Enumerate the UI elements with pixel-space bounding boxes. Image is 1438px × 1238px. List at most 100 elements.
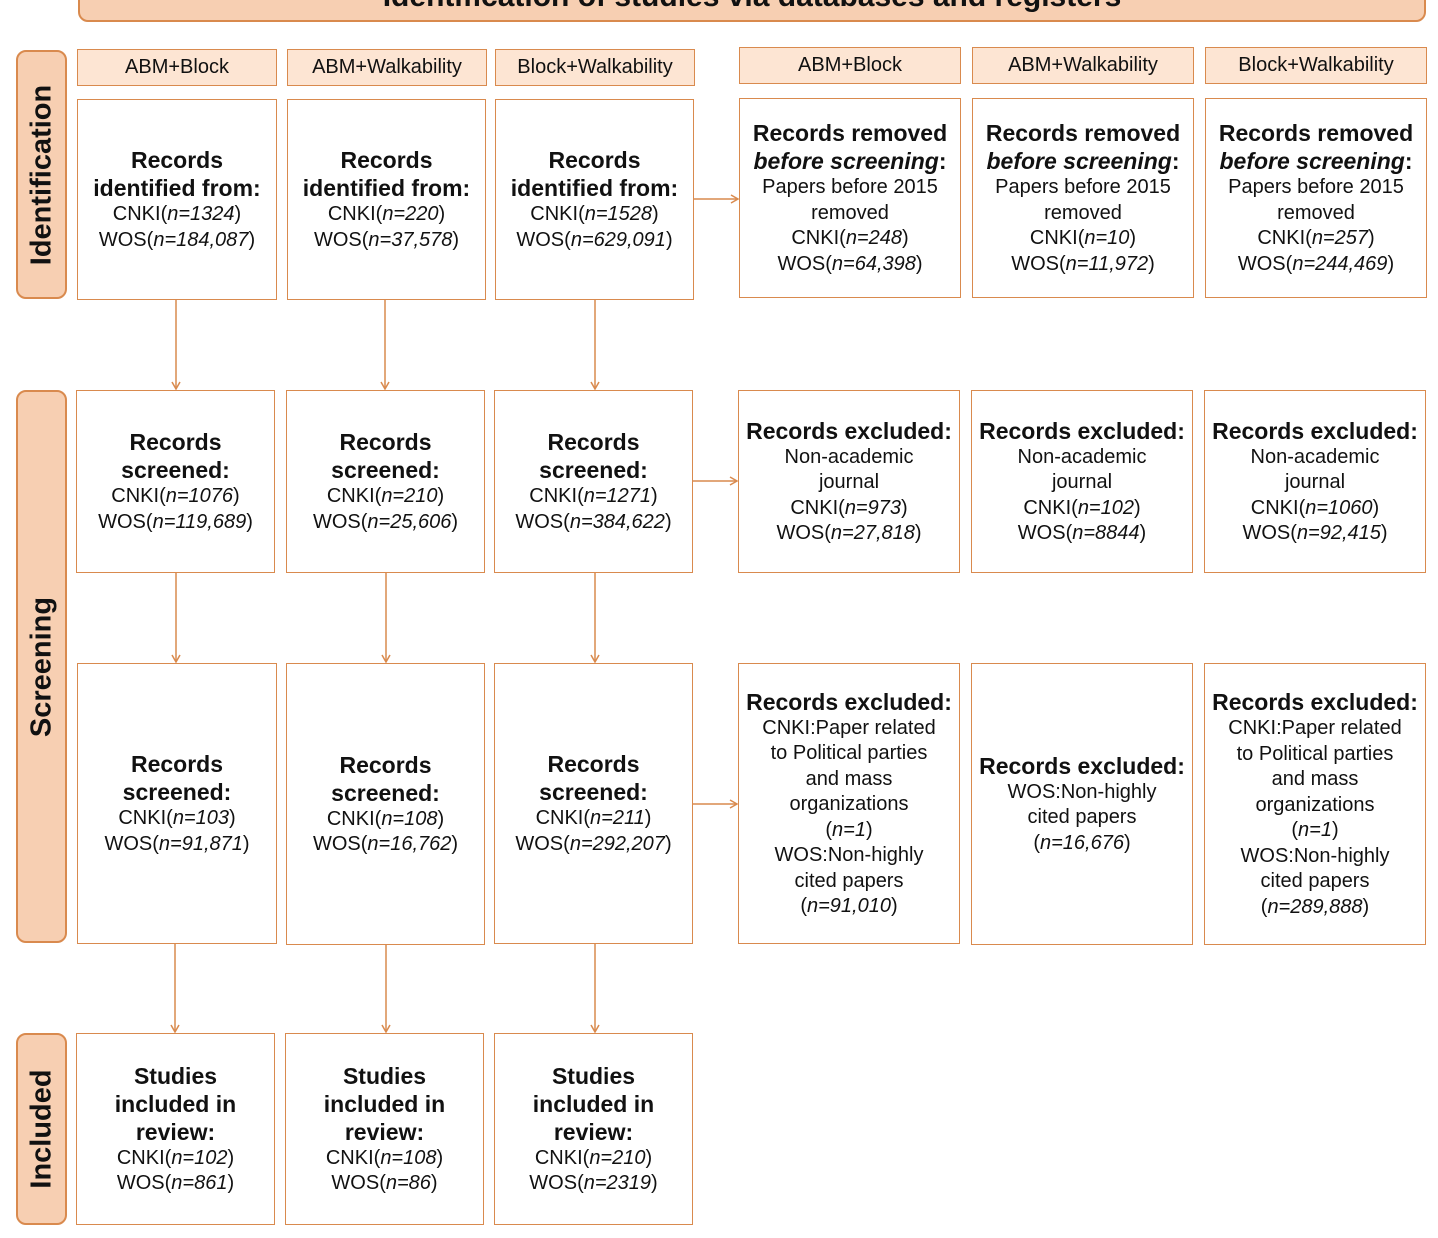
excluded1-heading: Records excluded: bbox=[746, 417, 952, 444]
diagram-title: Identification of studies via databases … bbox=[78, 0, 1426, 22]
excluded2-wos-count: (n=16,676) bbox=[1033, 831, 1131, 854]
included-heading-b: included in bbox=[532, 1090, 655, 1117]
excluded2-cnki-count: (n=1) bbox=[1291, 819, 1339, 841]
column-header-abm-block: ABM+Block bbox=[77, 49, 277, 86]
excluded2-box-abm-walkability: Records excluded: WOS:Non-highly cited p… bbox=[971, 663, 1193, 945]
excluded1-box-abm-block: Records excluded: Non-academic journal C… bbox=[738, 390, 960, 573]
excluded1-box-block-walkability: Records excluded: Non-academic journal C… bbox=[1204, 390, 1426, 573]
excluded1-line1: Non-academic bbox=[784, 445, 914, 468]
screened1-cnki-line: CNKI(n=1271) bbox=[529, 485, 658, 507]
removed-heading-a: Records removed bbox=[752, 120, 948, 146]
screened1-wos-line: WOS(n=384,622) bbox=[515, 510, 672, 533]
identified-cnki-line: CNKI(n=1528) bbox=[530, 203, 659, 225]
included-wos-line: WOS(n=2319) bbox=[529, 1172, 658, 1194]
included-cnki-line: CNKI(n=108) bbox=[325, 1146, 444, 1169]
phase-included: Included bbox=[16, 1033, 67, 1225]
removed-cnki-line: CNKI(n=10) bbox=[1029, 227, 1137, 249]
included-heading-c: review: bbox=[553, 1118, 634, 1145]
screened2-heading-a: Records bbox=[547, 751, 640, 777]
excluded2-cnki-text-3: and mass bbox=[1271, 768, 1359, 790]
excluded2-cnki-text-4: organizations bbox=[1255, 793, 1375, 816]
identified-heading-a: Records bbox=[548, 147, 641, 173]
excluded2-cnki-text-3: and mass bbox=[805, 767, 893, 790]
screened2-heading-b: screened: bbox=[122, 779, 232, 805]
screened1-heading-a: Records bbox=[547, 429, 640, 455]
removed-line2: removed bbox=[1277, 201, 1355, 224]
phase-identification: Identification bbox=[16, 50, 67, 299]
identified-box-block-walkability: Records identified from: CNKI(n=1528) WO… bbox=[495, 99, 694, 300]
identified-heading-b: identified from: bbox=[510, 175, 679, 201]
excluded1-box-abm-walkability: Records excluded: Non-academic journal C… bbox=[971, 390, 1193, 573]
removed-box-abm-walkability: Records removed before screening: Papers… bbox=[972, 98, 1194, 298]
screened1-box-abm-walkability: Records screened: CNKI(n=210) WOS(n=25,6… bbox=[286, 390, 485, 573]
phase-identification-label: Identification bbox=[25, 84, 57, 265]
identified-box-abm-block: Records identified from: CNKI(n=1324) WO… bbox=[77, 99, 277, 300]
removed-cnki-line: CNKI(n=257) bbox=[1257, 227, 1375, 249]
included-wos-line: WOS(n=861) bbox=[116, 1172, 235, 1194]
excluded1-line2: journal bbox=[1284, 471, 1346, 493]
screened2-heading-b: screened: bbox=[539, 779, 648, 805]
excluded2-cnki-text-2: to Political parties bbox=[770, 742, 928, 764]
included-cnki-line: CNKI(n=210) bbox=[534, 1146, 653, 1169]
excluded1-cnki-line: CNKI(n=102) bbox=[1023, 496, 1141, 519]
screened2-box-abm-block: Records screened: CNKI(n=103) WOS(n=91,8… bbox=[77, 663, 277, 944]
screened2-heading-a: Records bbox=[339, 751, 432, 778]
column-header-block-walkability: Block+Walkability bbox=[495, 49, 695, 86]
excluded2-wos-text-2: cited papers bbox=[794, 869, 904, 892]
excluded2-wos-text-1: WOS:Non-highly bbox=[1007, 780, 1157, 803]
screened2-box-abm-walkability: Records screened: CNKI(n=108) WOS(n=16,7… bbox=[286, 663, 485, 945]
excluded1-wos-line: WOS(n=92,415) bbox=[1242, 522, 1388, 544]
screened2-cnki-line: CNKI(n=103) bbox=[118, 807, 236, 829]
column-header-abm-walkability: ABM+Walkability bbox=[287, 49, 487, 86]
screened1-heading-b: screened: bbox=[121, 457, 230, 483]
identified-cnki-line: CNKI(n=220) bbox=[327, 203, 446, 225]
removed-wos-line: WOS(n=11,972) bbox=[1011, 252, 1155, 275]
included-heading-c: review: bbox=[135, 1118, 216, 1145]
excluded2-wos-count: (n=91,010) bbox=[800, 895, 898, 917]
screened1-heading-b: screened: bbox=[539, 457, 648, 483]
excluded2-wos-text-2: cited papers bbox=[1260, 870, 1370, 892]
identified-heading-b: identified from: bbox=[302, 175, 471, 201]
included-box-block-walkability: Studies included in review: CNKI(n=210) … bbox=[494, 1033, 693, 1225]
excluded2-heading: Records excluded: bbox=[1212, 689, 1418, 715]
excluded1-wos-line: WOS(n=8844) bbox=[1017, 522, 1147, 544]
excluded1-heading: Records excluded: bbox=[979, 417, 1185, 444]
excluded2-heading: Records excluded: bbox=[746, 688, 952, 715]
removed-heading-a: Records removed bbox=[985, 120, 1181, 146]
screened2-wos-line: WOS(n=16,762) bbox=[312, 833, 459, 855]
excluded1-line1: Non-academic bbox=[1250, 445, 1380, 468]
identified-heading-b: identified from: bbox=[93, 175, 261, 201]
phase-screening: Screening bbox=[16, 390, 67, 943]
excluded1-line2: journal bbox=[818, 471, 880, 493]
identified-wos-line: WOS(n=184,087) bbox=[98, 228, 256, 251]
removed-wos-line: WOS(n=244,469) bbox=[1237, 252, 1395, 275]
excluded2-box-abm-block: Records excluded: CNKI:Paper related to … bbox=[738, 663, 960, 944]
removed-wos-line: WOS(n=64,398) bbox=[777, 252, 923, 275]
phase-included-label: Included bbox=[25, 1069, 57, 1189]
screened2-box-block-walkability: Records screened: CNKI(n=211) WOS(n=292,… bbox=[494, 663, 693, 944]
removed-line1: Papers before 2015 bbox=[1228, 176, 1404, 198]
phase-screening-label: Screening bbox=[25, 596, 57, 737]
identified-cnki-line: CNKI(n=1324) bbox=[112, 203, 242, 225]
screened2-cnki-line: CNKI(n=211) bbox=[535, 807, 652, 829]
screened1-cnki-line: CNKI(n=1076) bbox=[111, 485, 240, 507]
screened2-wos-line: WOS(n=292,207) bbox=[515, 832, 672, 855]
removed-box-block-walkability: Records removed before screening: Papers… bbox=[1205, 98, 1427, 298]
excluded2-wos-count: (n=289,888) bbox=[1260, 895, 1370, 918]
excluded2-wos-text-2: cited papers bbox=[1027, 806, 1137, 829]
screened1-heading-a: Records bbox=[129, 429, 222, 455]
included-box-abm-walkability: Studies included in review: CNKI(n=108) … bbox=[285, 1033, 484, 1225]
included-heading-b: included in bbox=[114, 1090, 237, 1117]
identified-wos-line: WOS(n=629,091) bbox=[516, 228, 673, 251]
excluded2-cnki-text-1: CNKI:Paper related bbox=[1228, 717, 1402, 739]
excluded2-wos-text-1: WOS:Non-highly bbox=[1240, 844, 1390, 867]
screened1-wos-line: WOS(n=119,689) bbox=[98, 510, 253, 533]
removed-heading-b: before screening: bbox=[753, 148, 947, 174]
removed-cnki-line: CNKI(n=248) bbox=[791, 227, 909, 249]
included-heading-a: Studies bbox=[551, 1062, 636, 1089]
identified-heading-a: Records bbox=[340, 147, 433, 173]
excluded2-cnki-text-2: to Political parties bbox=[1236, 742, 1394, 765]
removed-header-abm-block: ABM+Block bbox=[739, 47, 961, 84]
excluded2-box-block-walkability: Records excluded: CNKI:Paper related to … bbox=[1204, 663, 1426, 945]
removed-heading-a: Records removed bbox=[1218, 120, 1414, 146]
